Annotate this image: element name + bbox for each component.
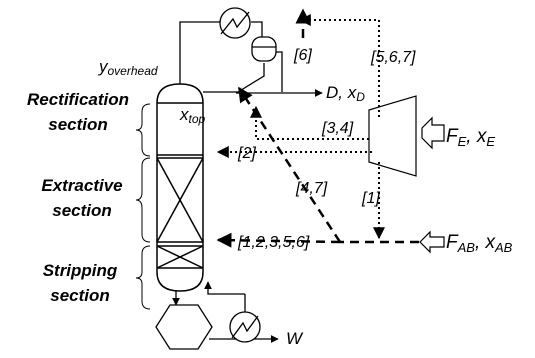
distillate-label: D, xD [326,83,365,104]
azeotrope-feed-label: FAB, xAB [446,232,513,255]
extractive-label-2: section [52,201,112,220]
entrainer-feed-main2: , x [466,126,488,147]
reboiler [155,304,213,350]
entrainer-feed-sub2: E [486,134,495,149]
condenser [219,7,251,39]
rectification-label-2: section [48,115,108,134]
distillate-sub: D [356,90,365,104]
brace-rectification [135,103,151,157]
azeotrope-feed-main: F [446,232,459,253]
entrainer-feed-label: FE, xE [446,126,495,149]
top-liquid-label: xtop [179,105,206,126]
section-braces [135,103,151,310]
azeotrope-feed-sub2: AB [494,240,513,255]
boilup-return [204,281,245,295]
case-2-label: [2] [237,145,256,162]
packing-extractive-x2 [156,157,204,243]
drum-outlet [275,51,283,92]
entrainer-feed-main: F [446,126,459,147]
stripping-label-1: Stripping [43,261,118,280]
overhead-vapor-main: y [98,57,109,76]
packing-stripping-x2 [156,245,204,269]
azeotrope-feed-main2: , x [475,232,497,253]
case-6-label: [6] [293,47,312,64]
vapor-line [179,21,220,84]
rectification-label-1: Rectification [27,90,129,109]
case-1-2-3-5-6-label: [1,2,3,5,6] [237,234,310,251]
bottoms-product-label: W [286,329,304,348]
entrainer-options [216,14,385,240]
distillation-column [156,83,204,292]
entrainer-feed-arrow [421,116,445,150]
overhead-loop [179,21,323,97]
top-liquid-sub: top [189,112,206,126]
overhead-vapor-sub: overhead [108,64,158,78]
top-liquid-main: x [179,105,189,124]
overhead-vapor-label: yoverhead [98,57,158,78]
extractive-label-1: Extractive [41,176,122,195]
reflux-drum [251,36,277,62]
condenser-to-drum [251,21,263,38]
stripping-label-2: section [50,286,110,305]
reflux-line [203,63,265,93]
brace-extractive [135,157,151,243]
option-1-2-3-5-6-line [216,232,341,248]
case-3-4-label: [3,4] [321,120,354,137]
case-1-label: [1] [361,190,380,207]
bottoms-heat-exchanger [229,311,261,343]
option-5-6-7-line [298,14,380,117]
azeotrope-options [216,8,419,248]
distillate-main: D, x [326,83,357,102]
entrainer-distributor [368,95,445,177]
entrainer-feed-sub: E [458,134,467,149]
case-5-6-7-label: [5,6,7] [370,49,416,66]
option-4-7-line [237,86,342,243]
brace-stripping [135,245,151,310]
azeotrope-feed-arrow [419,230,445,254]
azeotrope-feed-sub: AB [457,240,476,255]
case-4-7-label: [4,7] [295,180,328,197]
